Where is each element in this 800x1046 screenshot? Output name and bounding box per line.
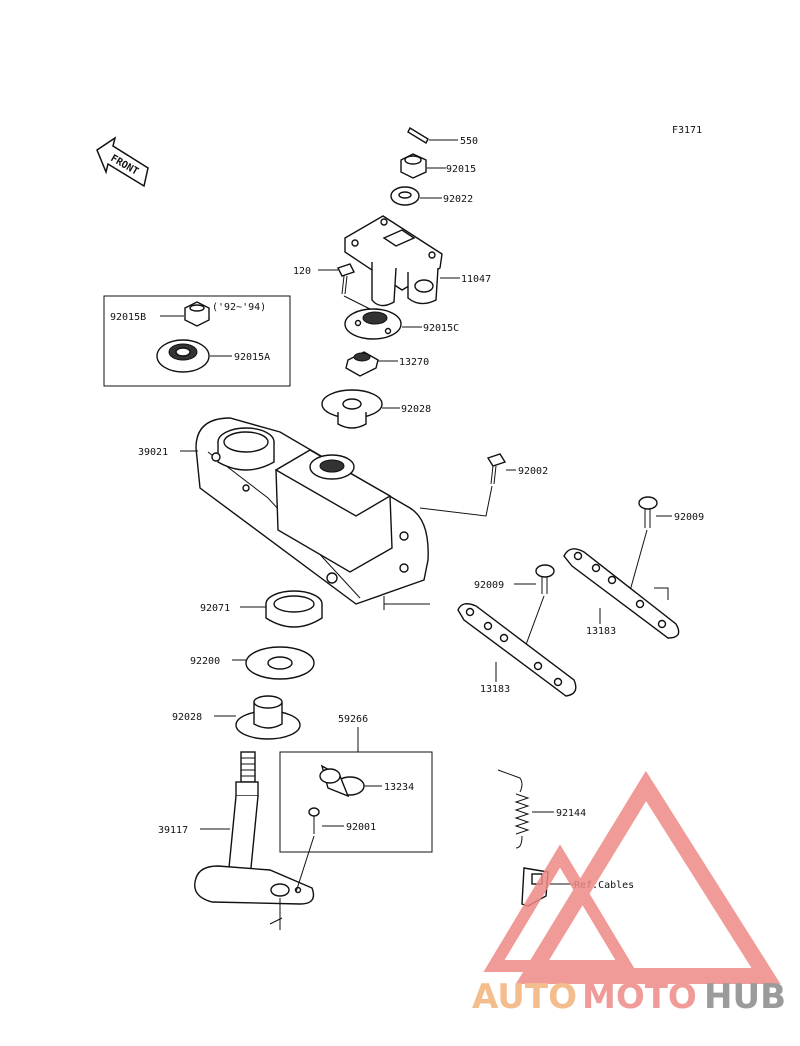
castle-nut xyxy=(400,153,446,179)
bolt-92002 xyxy=(419,453,516,517)
collar xyxy=(345,351,398,377)
steering-shaft xyxy=(194,751,315,930)
label-59266: 59266 xyxy=(338,714,368,725)
label-92028-top: 92028 xyxy=(401,404,431,415)
kit-box xyxy=(279,727,433,893)
steering-housing xyxy=(180,417,430,610)
label-92028-bottom: 92028 xyxy=(172,712,202,723)
logo-hub: HUB xyxy=(704,977,786,1017)
label-92144: 92144 xyxy=(556,808,586,819)
figure-code: F3171 xyxy=(672,125,702,136)
bolt-120 xyxy=(318,263,373,311)
plate-right xyxy=(563,548,680,639)
label-92015b: 92015B xyxy=(110,312,146,323)
label-ref-cables: Ref.Cables xyxy=(574,880,634,891)
inset-label: ('92~'94) xyxy=(212,302,266,313)
label-92071: 92071 xyxy=(200,603,230,614)
label-13270: 13270 xyxy=(399,357,429,368)
label-92001: 92001 xyxy=(346,822,376,833)
label-92015a: 92015A xyxy=(234,352,270,363)
label-92009-right: 92009 xyxy=(674,512,704,523)
label-120: 120 xyxy=(293,266,311,277)
label-13183-right: 13183 xyxy=(586,626,616,637)
label-13234: 13234 xyxy=(384,782,414,793)
return-spring xyxy=(497,769,554,849)
front-arrow-icon: FRONT xyxy=(96,136,149,188)
label-92022: 92022 xyxy=(443,194,473,205)
washer-92200 xyxy=(232,646,315,680)
label-92015: 92015 xyxy=(446,164,476,175)
label-92200: 92200 xyxy=(190,656,220,667)
screw-92009-left xyxy=(514,564,555,651)
plate-left xyxy=(457,603,577,697)
label-92002: 92002 xyxy=(518,466,548,477)
automotohub-logo: AUTO MOTO HUB xyxy=(472,770,786,1017)
label-550: 550 xyxy=(460,136,478,147)
cotter-pin xyxy=(407,127,458,144)
flange-nut xyxy=(344,308,422,340)
washer xyxy=(390,186,442,206)
label-39021: 39021 xyxy=(138,447,168,458)
bushing-top xyxy=(321,389,400,429)
logo-moto: MOTO xyxy=(582,977,697,1017)
steering-bracket xyxy=(344,215,460,307)
label-92015c: 92015C xyxy=(423,323,459,334)
screw-92009-right xyxy=(627,496,672,599)
label-11047: 11047 xyxy=(461,274,491,285)
label-13183-left: 13183 xyxy=(480,684,510,695)
seal xyxy=(240,590,323,628)
logo-auto: AUTO xyxy=(472,977,577,1017)
inset-box: ('92~'94) 92015B 92015A xyxy=(103,295,291,387)
label-92009-left: 92009 xyxy=(474,580,504,591)
bushing-bottom xyxy=(214,695,301,740)
label-39117: 39117 xyxy=(158,825,188,836)
